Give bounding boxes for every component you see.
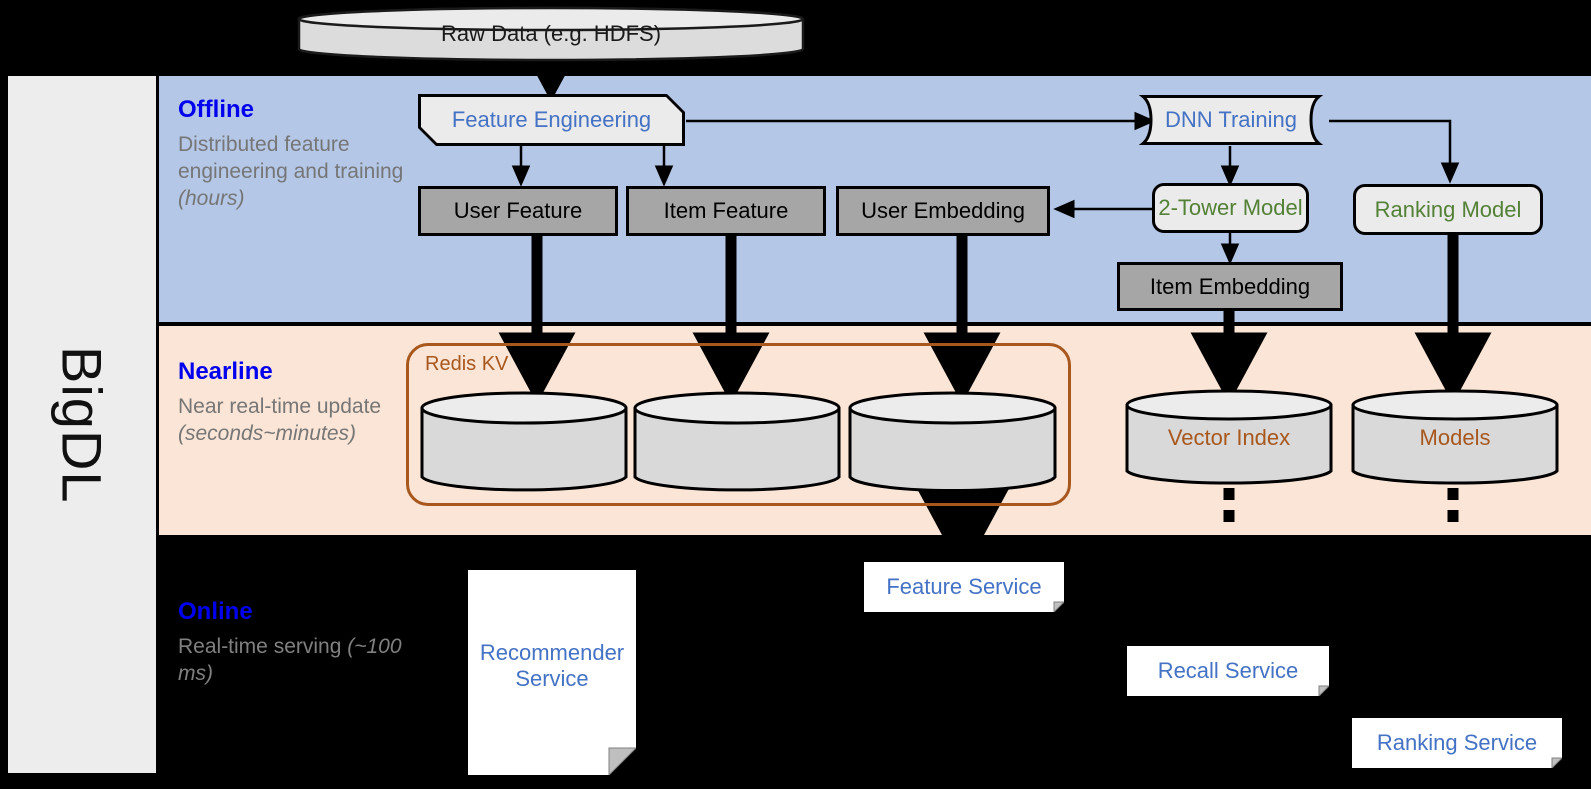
ranking-service-label: Ranking Service xyxy=(1376,729,1538,755)
user-embedding-store-cylinder xyxy=(847,390,1058,495)
offline-subtitle: Distributed feature engineering and trai… xyxy=(178,132,418,213)
user-embedding-label: User Embedding xyxy=(861,198,1025,224)
user-feature-store-cylinder xyxy=(419,390,629,495)
recall-service-card[interactable]: Recall Service xyxy=(1127,646,1329,696)
user-embedding-node[interactable]: User Embedding xyxy=(836,186,1050,236)
user-feature-store-label xyxy=(419,390,629,495)
nearline-subtitle-plain: Near real-time update xyxy=(178,395,382,418)
two-tower-model-node[interactable]: 2-Tower Model xyxy=(1152,183,1309,233)
vector-index-label: Vector Index xyxy=(1167,425,1291,450)
nearline-subtitle: Near real-time update (seconds~minutes) xyxy=(178,394,418,448)
recommender-service-label: Recommender Service xyxy=(479,640,625,692)
user-embedding-store-label xyxy=(847,390,1058,495)
nearline-heading-group: Nearline Near real-time update (seconds~… xyxy=(178,358,418,448)
feature-engineering-node[interactable]: Feature Engineering xyxy=(418,94,685,146)
raw-data-cylinder: Raw Data (e.g. HDFS) xyxy=(296,5,806,63)
redis-kv-container xyxy=(406,343,1071,506)
online-subtitle: Real-time serving (~100 ms) xyxy=(178,634,418,688)
offline-heading-group: Offline Distributed feature engineering … xyxy=(178,96,418,213)
two-tower-model-label: 2-Tower Model xyxy=(1158,195,1303,221)
bigdl-label: BigDL xyxy=(50,345,114,504)
online-heading-group: Online Real-time serving (~100 ms) xyxy=(178,598,418,688)
ranking-model-node[interactable]: Ranking Model xyxy=(1353,184,1543,235)
feature-service-label: Feature Service xyxy=(886,573,1042,599)
offline-subtitle-plain: Distributed feature engineering and trai… xyxy=(178,133,404,183)
item-embedding-node[interactable]: Item Embedding xyxy=(1117,262,1343,311)
dnn-training-node[interactable]: DNN Training xyxy=(1133,94,1329,146)
offline-subtitle-italic: (hours) xyxy=(178,186,245,210)
user-feature-node[interactable]: User Feature xyxy=(418,186,618,236)
user-feature-label: User Feature xyxy=(453,198,583,224)
ranking-service-card[interactable]: Ranking Service xyxy=(1352,718,1562,768)
offline-title: Offline xyxy=(178,96,254,123)
feature-service-card[interactable]: Feature Service xyxy=(864,562,1064,612)
recommender-service-card[interactable]: Recommender Service xyxy=(468,570,636,775)
feature-engineering-label: Feature Engineering xyxy=(451,107,652,133)
nearline-subtitle-italic: (seconds~minutes) xyxy=(178,421,356,445)
online-subtitle-plain: Real-time serving xyxy=(178,635,348,658)
item-feature-label: Item Feature xyxy=(663,198,789,224)
online-subtitle-italic: (~100 ms) xyxy=(178,635,402,685)
bigdl-framework-rail: BigDL xyxy=(8,76,156,773)
recall-service-label: Recall Service xyxy=(1157,657,1299,683)
item-feature-node[interactable]: Item Feature xyxy=(626,186,826,236)
ranking-model-label: Ranking Model xyxy=(1374,196,1522,222)
item-embedding-label: Item Embedding xyxy=(1149,273,1311,299)
dnn-training-label: DNN Training xyxy=(1164,107,1298,132)
raw-data-label: Raw Data (e.g. HDFS) xyxy=(440,21,662,46)
models-cylinder: Models xyxy=(1350,388,1560,488)
online-title: Online xyxy=(178,598,253,625)
item-feature-store-cylinder xyxy=(632,390,842,495)
vector-index-cylinder: Vector Index xyxy=(1124,388,1334,488)
models-label: Models xyxy=(1419,425,1491,450)
item-feature-store-label xyxy=(632,390,842,495)
redis-kv-label: Redis KV xyxy=(425,353,509,375)
nearline-title: Nearline xyxy=(178,358,273,385)
